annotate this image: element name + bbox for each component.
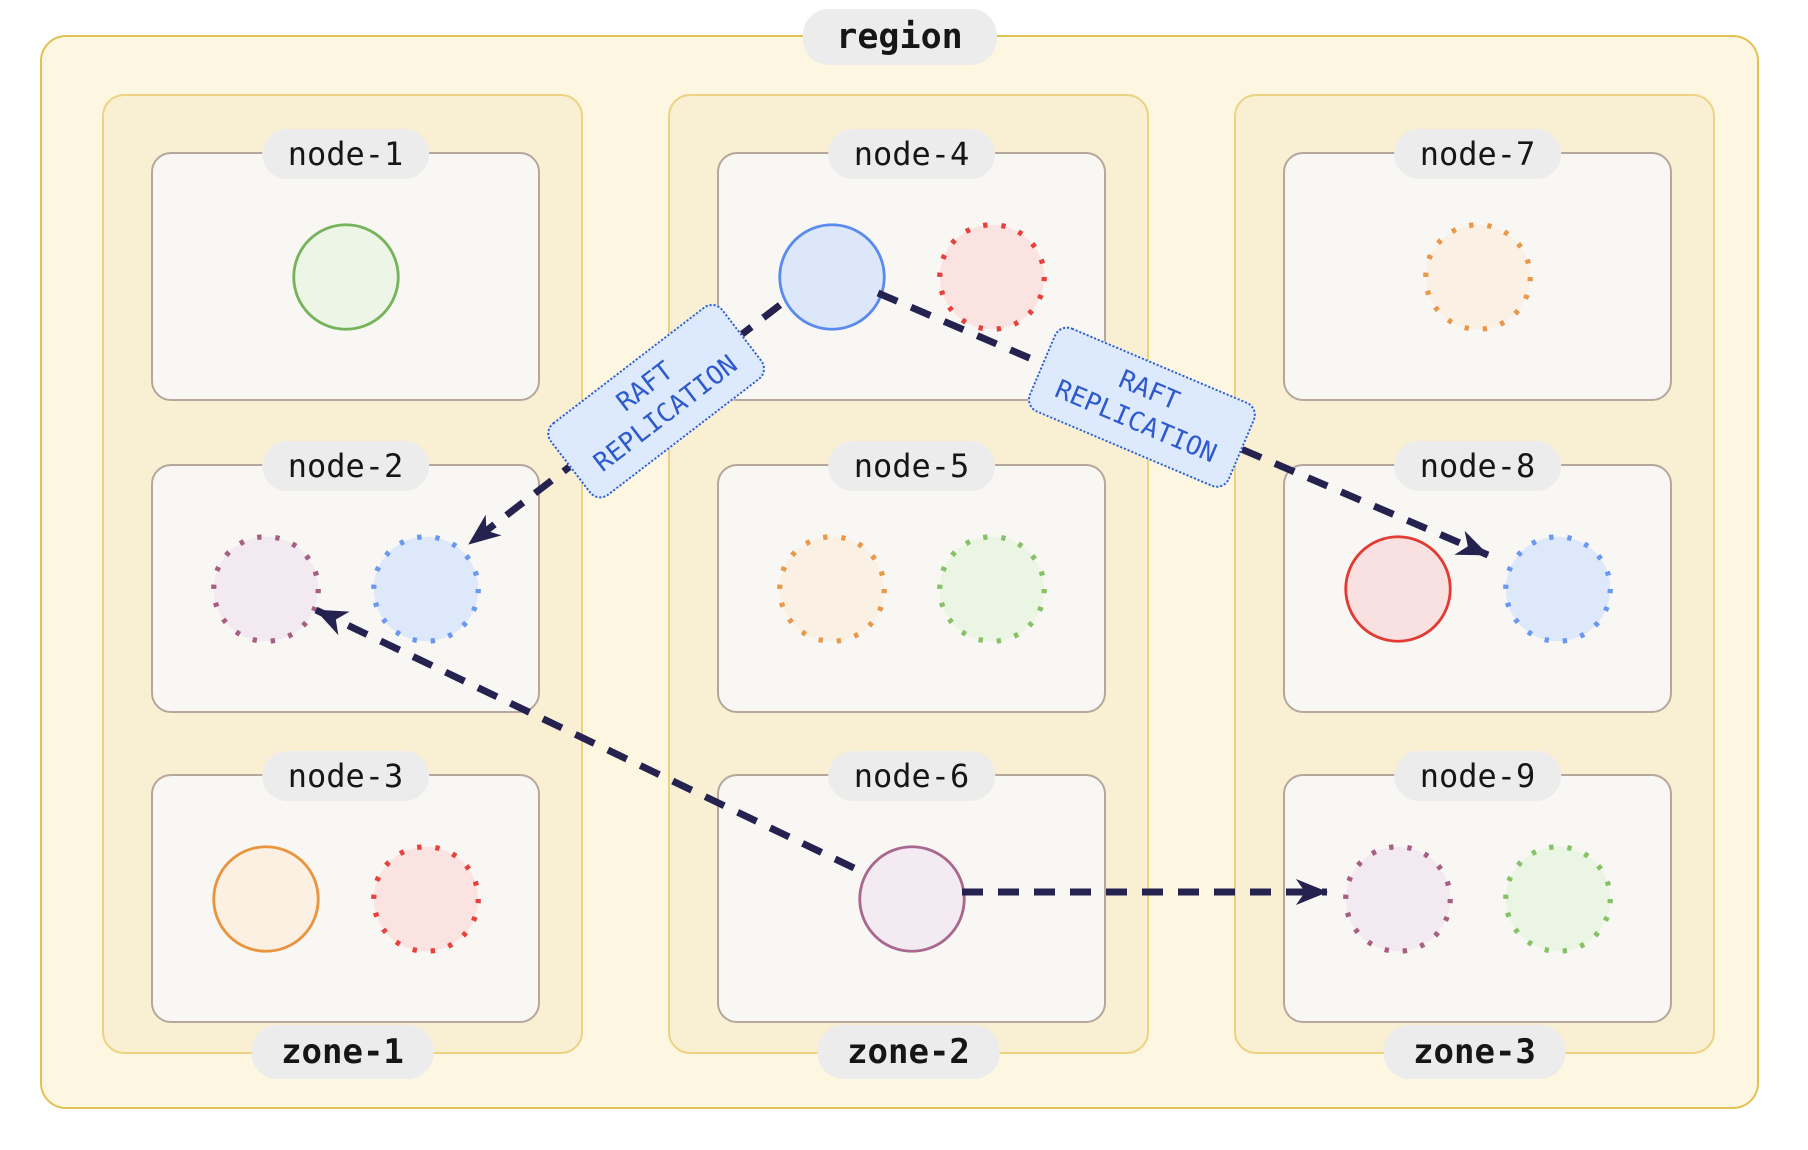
- replica-circle: [369, 532, 483, 646]
- replica-circle: [775, 220, 889, 334]
- replica-circle: [369, 842, 483, 956]
- node-3-label: node-3: [261, 751, 430, 801]
- replica-circle: [209, 842, 323, 956]
- replica-circle: [289, 220, 403, 334]
- node-8-label: node-8: [1393, 441, 1562, 491]
- node-2-box: node-2: [151, 441, 540, 713]
- node-5-box: node-5: [717, 441, 1106, 713]
- node-6-label: node-6: [827, 751, 996, 801]
- replica-circle: [935, 532, 1049, 646]
- node-1-label: node-1: [261, 129, 430, 179]
- node-1-box: node-1: [151, 129, 540, 401]
- zone-1-label: zone-1: [251, 1025, 434, 1079]
- region-label: region: [802, 9, 997, 65]
- zone-1-box: zone-1 node-1 node-2 node-3: [102, 94, 583, 1079]
- replica-circle: [1421, 220, 1535, 334]
- node-7-box: node-7: [1283, 129, 1672, 401]
- node-4-label: node-4: [827, 129, 996, 179]
- node-5-label: node-5: [827, 441, 996, 491]
- node-3-box: node-3: [151, 751, 540, 1023]
- zone-2-box: zone-2 node-4 node-5 node-6: [668, 94, 1149, 1079]
- node-9-box: node-9: [1283, 751, 1672, 1023]
- replica-circle: [1501, 532, 1615, 646]
- replica-circle: [935, 220, 1049, 334]
- node-9-label: node-9: [1393, 751, 1562, 801]
- replica-circle: [855, 842, 969, 956]
- zone-2-label: zone-2: [817, 1025, 1000, 1079]
- replica-circle: [1341, 842, 1455, 956]
- node-8-box: node-8: [1283, 441, 1672, 713]
- zone-3-box: zone-3 node-7 node-8 node-9: [1234, 94, 1715, 1079]
- replica-circle: [1501, 842, 1615, 956]
- replica-circle: [775, 532, 889, 646]
- zone-3-label: zone-3: [1383, 1025, 1566, 1079]
- node-6-box: node-6: [717, 751, 1106, 1023]
- replica-circle: [1341, 532, 1455, 646]
- node-7-label: node-7: [1393, 129, 1562, 179]
- region-box: region zone-1 node-1 node-2 node-3 zone-…: [40, 9, 1759, 1109]
- node-2-label: node-2: [261, 441, 430, 491]
- replica-circle: [209, 532, 323, 646]
